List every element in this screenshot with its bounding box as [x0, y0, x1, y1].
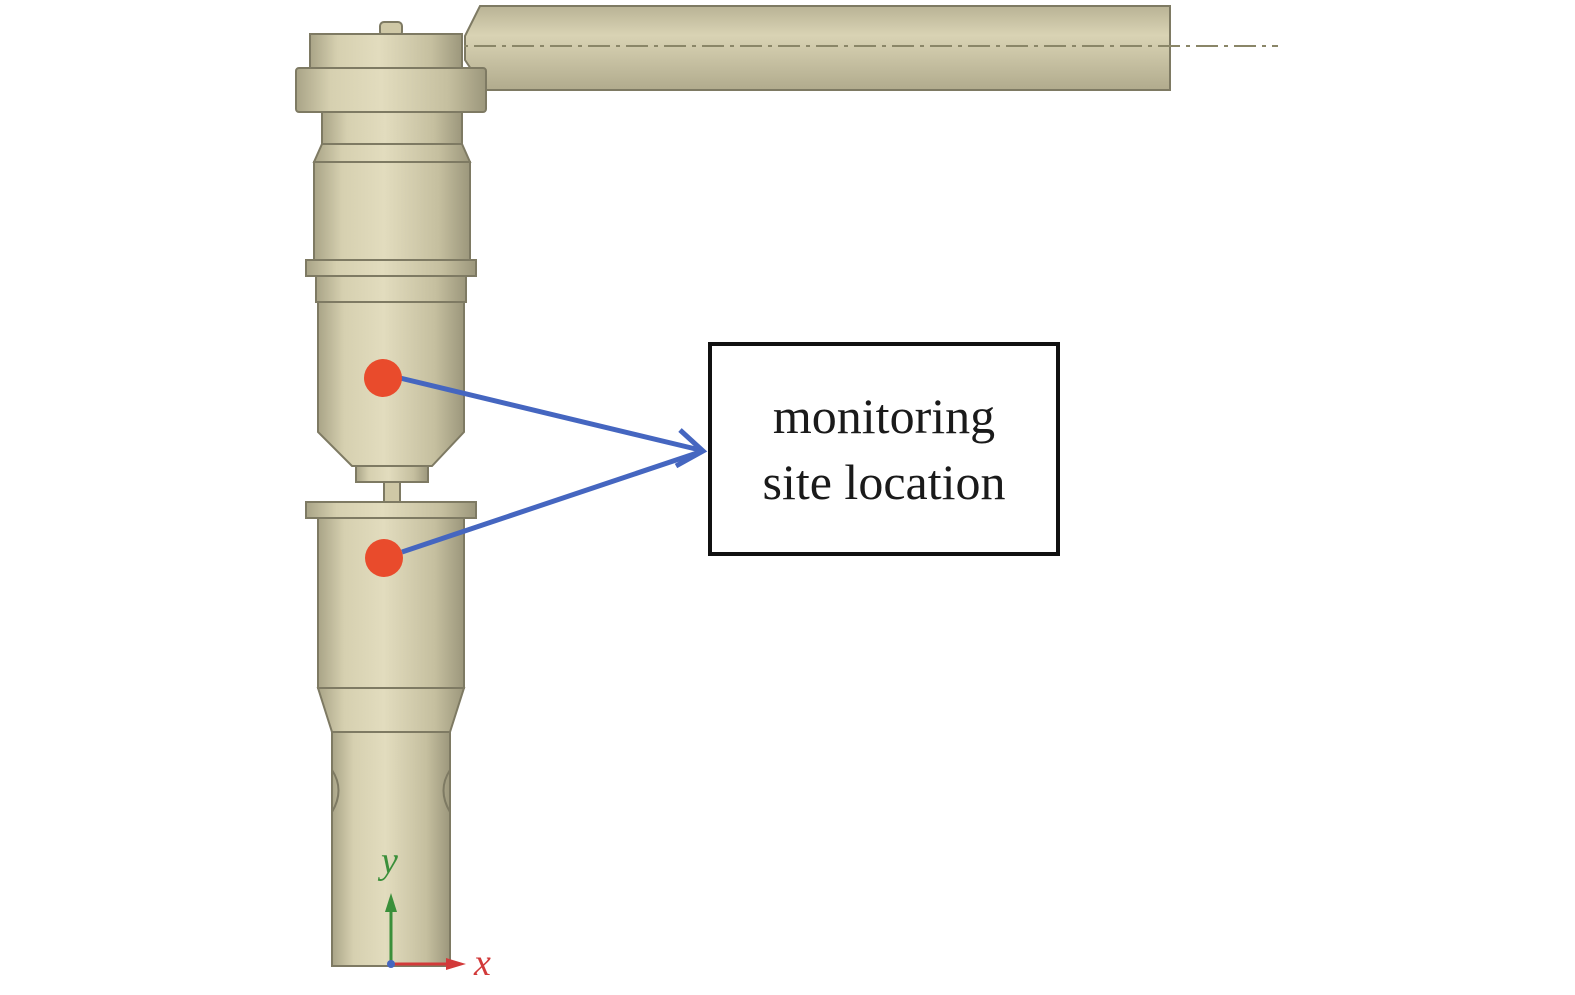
label-line-1: monitoring: [772, 388, 996, 444]
neck: [321, 111, 463, 145]
x-axis-head: [446, 958, 466, 970]
pointer-arrows: [399, 375, 708, 555]
arm-tube: [464, 5, 1171, 91]
shaft-notch-left: [331, 769, 340, 813]
upper-assembly: [295, 21, 487, 503]
upper-ring: [305, 259, 477, 277]
axis-origin: [387, 960, 395, 968]
monitoring-marker-upper: [364, 359, 402, 397]
x-axis-label: x: [474, 942, 491, 984]
arrowhead: [674, 428, 708, 469]
monitoring-site-label: monitoring site location: [708, 342, 1060, 556]
die-taper: [316, 687, 466, 733]
top-flange: [295, 67, 487, 113]
upper-sleeve: [315, 275, 467, 303]
shaft-notch-right: [442, 769, 451, 813]
monitoring-marker-lower: [365, 539, 403, 577]
y-axis-head: [385, 893, 397, 912]
upper-body: [313, 161, 471, 261]
arrow-upper: [399, 375, 701, 453]
punch-pin: [383, 481, 401, 503]
horizontal-arm: [360, 5, 1278, 91]
coordinate-axes: [385, 893, 466, 970]
arrow-lower: [401, 449, 701, 555]
punch-tip: [355, 465, 429, 483]
neck-taper: [312, 143, 472, 163]
top-cap: [309, 33, 463, 69]
label-line-2: site location: [762, 454, 1006, 510]
y-axis-label: y: [381, 840, 398, 882]
die-flange: [305, 501, 477, 519]
lower-assembly: [305, 501, 477, 967]
